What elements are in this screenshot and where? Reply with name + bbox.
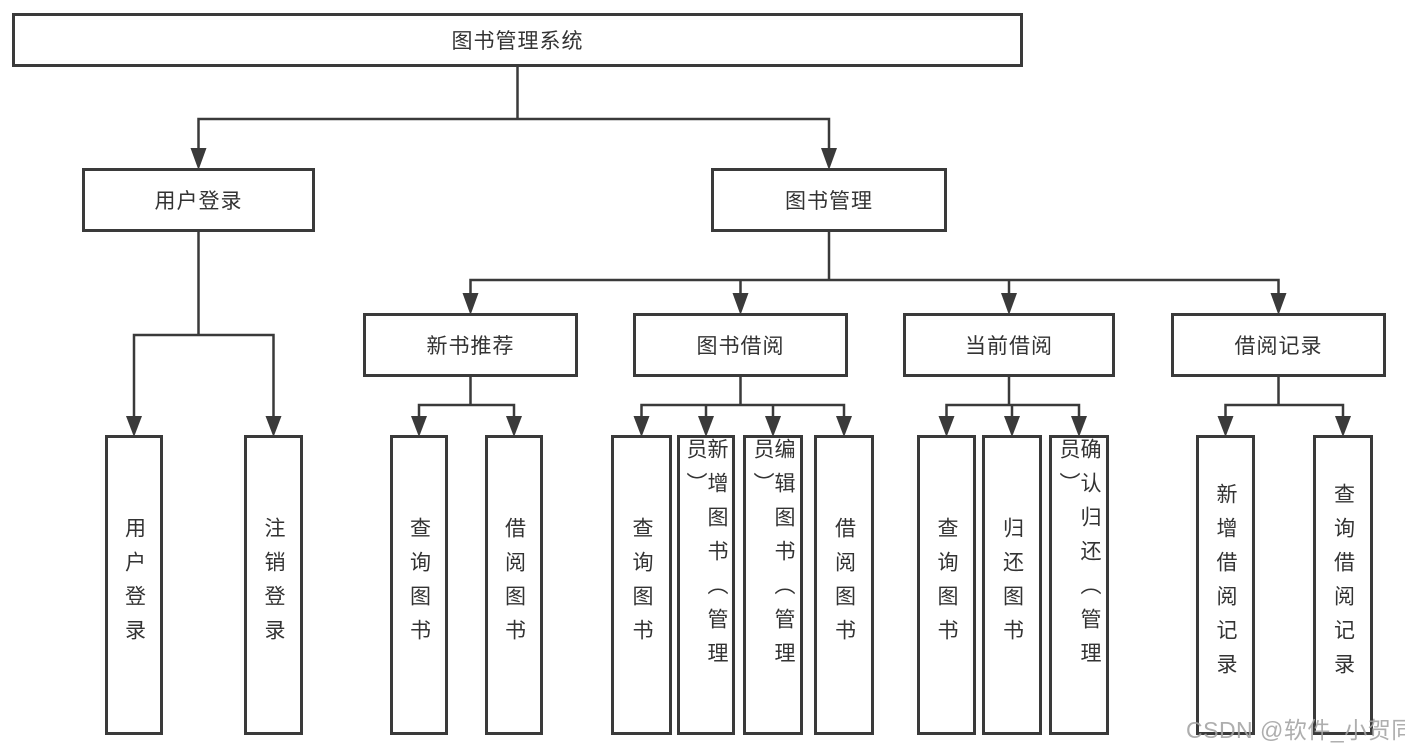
node-borrow-record: 借阅记录 (1171, 313, 1386, 377)
leaf-add-book-admin-label: 新增图书（管理员） (684, 438, 728, 676)
leaf-edit-book-admin-label: 编辑图书（管理员） (751, 438, 795, 676)
leaf-borrow-books: 借阅图书 (485, 435, 543, 735)
node-book-borrow: 图书借阅 (633, 313, 848, 377)
leaf-query-books-3: 查询图书 (917, 435, 976, 735)
leaf-add-book-admin: 新增图书（管理员） (677, 435, 735, 735)
node-new-book-recommend: 新书推荐 (363, 313, 578, 377)
node-root-label: 图书管理系统 (451, 30, 584, 53)
leaf-query-borrow-record: 查询借阅记录 (1313, 435, 1373, 735)
leaf-borrow-books-2-label: 借阅图书 (832, 517, 856, 653)
leaf-query-books-2-label: 查询图书 (630, 517, 653, 653)
node-current-borrow: 当前借阅 (903, 313, 1115, 377)
leaf-query-books-2: 查询图书 (611, 435, 672, 735)
csdn-watermark: CSDN @软件_小贺同学 (1186, 717, 1405, 743)
node-user-login: 用户登录 (82, 168, 315, 232)
node-borrow-record-label: 借阅记录 (1234, 335, 1323, 358)
node-current-borrow-label: 当前借阅 (965, 335, 1053, 358)
node-root-system: 图书管理系统 (12, 13, 1023, 67)
node-book-management: 图书管理 (711, 168, 947, 232)
leaf-confirm-return-admin-label: 确认归还（管理员） (1057, 438, 1101, 676)
node-book-borrow-label: 图书借阅 (696, 335, 785, 358)
leaf-add-borrow-record: 新增借阅记录 (1196, 435, 1255, 735)
leaf-query-books-3-label: 查询图书 (935, 517, 958, 653)
leaf-user-login-label: 用户登录 (122, 517, 146, 653)
leaf-return-book-label: 归还图书 (1000, 517, 1024, 653)
leaf-confirm-return-admin: 确认归还（管理员） (1049, 435, 1109, 735)
leaf-query-books: 查询图书 (390, 435, 448, 735)
leaf-edit-book-admin: 编辑图书（管理员） (743, 435, 803, 735)
leaf-query-books-label: 查询图书 (407, 517, 431, 653)
leaf-borrow-books-2: 借阅图书 (814, 435, 874, 735)
node-book-management-label: 图书管理 (785, 190, 873, 213)
leaf-add-borrow-record-label: 新增借阅记录 (1214, 483, 1237, 687)
leaf-return-book: 归还图书 (982, 435, 1042, 735)
leaf-query-borrow-record-label: 查询借阅记录 (1331, 483, 1355, 687)
node-new-book-recommend-label: 新书推荐 (426, 335, 515, 358)
leaf-logout-label: 注销登录 (262, 517, 285, 653)
leaf-borrow-books-label: 借阅图书 (502, 517, 526, 653)
node-user-login-label: 用户登录 (154, 190, 243, 213)
arrowheads (126, 148, 1351, 437)
leaf-user-login: 用户登录 (105, 435, 163, 735)
leaf-logout: 注销登录 (244, 435, 303, 735)
